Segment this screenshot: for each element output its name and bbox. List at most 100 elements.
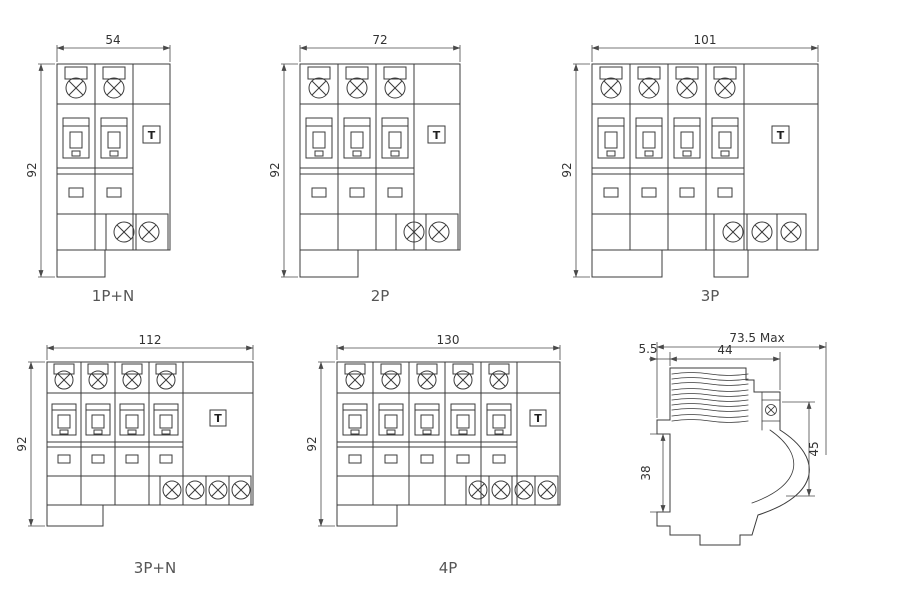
dimension-body-depth: 44	[669, 343, 781, 390]
handle-tie-bar	[46, 441, 184, 448]
terminal-cage	[155, 363, 177, 375]
bottom-terminal-screw	[468, 480, 488, 500]
toggle-switch	[305, 117, 333, 159]
test-button-outline	[209, 409, 227, 427]
dimension-lower-depth: 45	[782, 401, 821, 497]
rib-line	[671, 403, 749, 407]
test-button-outline	[427, 125, 446, 144]
rib-line	[671, 382, 749, 386]
bottom-terminal-screw	[162, 480, 182, 500]
dimension-value: 38	[639, 465, 653, 480]
bottom-terminal-screw	[208, 480, 228, 500]
side-profile-outline	[656, 367, 810, 546]
toggle-switch	[119, 403, 145, 436]
clip-window	[679, 187, 695, 198]
terminal-cage	[488, 363, 510, 375]
dimension-value: 130	[437, 333, 460, 347]
terminal-screw	[65, 77, 87, 99]
dimension-value: 73.5 Max	[729, 331, 784, 345]
clip-window	[492, 454, 506, 464]
terminal-cage	[380, 363, 402, 375]
body-outline	[46, 361, 254, 506]
test-button: T	[529, 409, 547, 427]
rib-line	[671, 408, 749, 412]
dimension-max-depth: 73.5 Max	[656, 331, 827, 455]
clip-window	[717, 187, 733, 198]
body-3p: T	[591, 63, 819, 278]
rib-line	[671, 377, 749, 381]
handle-tie-bar	[591, 167, 745, 175]
bottom-terminal-screw	[751, 221, 773, 243]
bottom-terminal-screw	[491, 480, 511, 500]
clip-window	[125, 454, 139, 464]
mounting-foot	[713, 249, 749, 278]
rib-line	[671, 393, 749, 397]
clip-window	[68, 187, 84, 198]
test-button: T	[209, 409, 227, 427]
mounting-foot	[336, 504, 398, 527]
terminal-cage	[416, 363, 438, 375]
test-button-outline	[529, 409, 547, 427]
view-side: 73.5 Max 5.5 44 38 45	[638, 331, 827, 546]
test-button-label: T	[534, 412, 542, 425]
mounting-foot	[46, 504, 104, 527]
side-terminal-block	[761, 391, 781, 431]
dimension-value: 92	[305, 436, 319, 451]
dimension-value: 45	[807, 441, 821, 456]
rib-line	[671, 414, 749, 418]
toggle-switch	[486, 403, 512, 436]
test-button-outline	[771, 125, 790, 144]
mounting-foot	[56, 249, 106, 278]
terminal-cage	[599, 66, 623, 80]
bottom-terminal-screw	[722, 221, 744, 243]
rib-line	[671, 372, 749, 376]
rib-line	[671, 388, 749, 392]
terminal-cage	[121, 363, 143, 375]
dimension-value: 72	[372, 33, 387, 47]
toggle-switch	[673, 117, 701, 159]
bottom-terminal-box	[105, 213, 169, 251]
dimension-height-3p: 92	[560, 63, 590, 278]
terminal-cage	[452, 363, 474, 375]
terminal-cage	[675, 66, 699, 80]
case-rib-lines	[671, 372, 749, 423]
toggle-switch	[381, 117, 409, 159]
terminal-cage	[102, 66, 126, 80]
toggle-switch	[100, 117, 128, 159]
bottom-terminal-box	[713, 213, 807, 251]
dimension-value: 112	[139, 333, 162, 347]
toggle-switch	[62, 117, 90, 159]
clip-window	[387, 187, 403, 198]
bottom-terminal-box	[395, 213, 459, 251]
test-button-label: T	[214, 412, 222, 425]
dimension-width-4p: 130	[336, 333, 561, 360]
view-caption: 4P	[439, 559, 458, 577]
bottom-terminal-screw	[428, 221, 450, 243]
toggle-switch	[450, 403, 476, 436]
terminal-screw	[714, 77, 736, 99]
clip-window	[311, 187, 327, 198]
clip-window	[456, 454, 470, 464]
view-caption: 2P	[371, 287, 390, 305]
dimension-value: 92	[268, 162, 282, 177]
clip-window	[384, 454, 398, 464]
dimension-value: 92	[25, 162, 39, 177]
terminal-cage	[345, 66, 369, 80]
terminal-screw	[346, 77, 368, 99]
clip-window	[91, 454, 105, 464]
terminal-screw	[638, 77, 660, 99]
terminal-cage	[344, 363, 366, 375]
dimension-width-3pn: 112	[46, 333, 254, 360]
dimension-width-3p: 101	[591, 33, 819, 62]
bottom-terminal-screw	[537, 480, 557, 500]
test-button: T	[427, 125, 446, 144]
bottom-terminal-screw	[185, 480, 205, 500]
dimension-value: 92	[560, 162, 574, 177]
terminal-cage	[637, 66, 661, 80]
clip-window	[57, 454, 71, 464]
dimension-value: 101	[694, 33, 717, 47]
dimension-height-4p: 92	[305, 361, 335, 527]
body-side	[656, 367, 810, 546]
test-button: T	[771, 125, 790, 144]
